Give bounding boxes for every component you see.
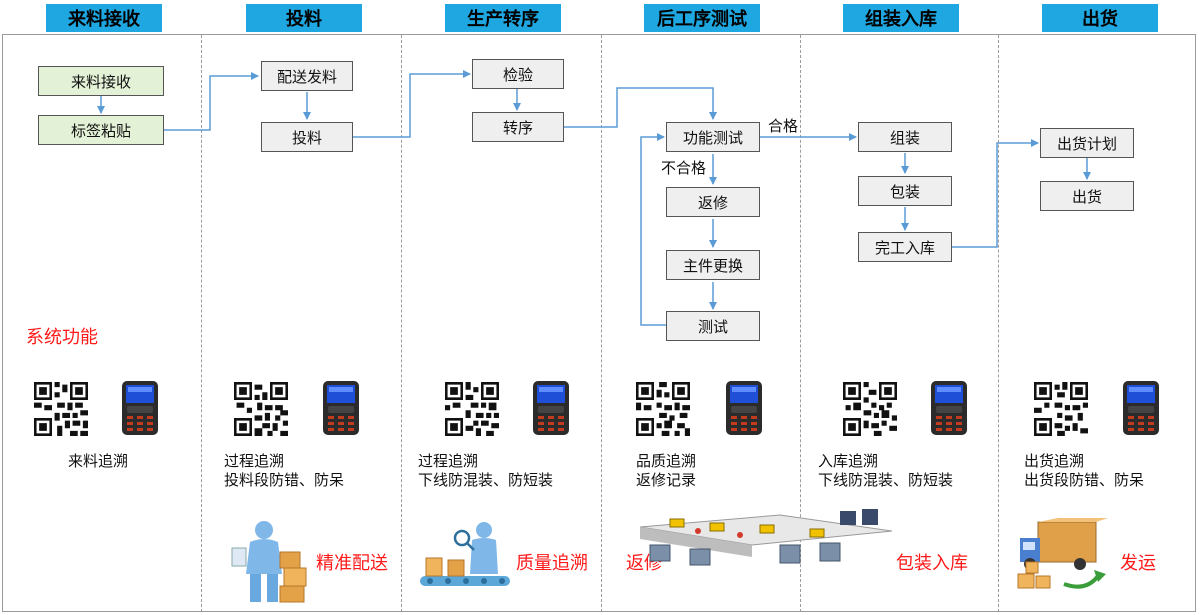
process-step-repair: 返修 [666, 187, 760, 217]
handheld-terminal-icon [533, 381, 569, 435]
system-function-title: 系统功能 [26, 327, 98, 348]
qr-code-icon [636, 382, 690, 436]
process-step-label: 标签粘贴 [38, 115, 164, 145]
process-step-assemble: 组装 [858, 122, 952, 152]
function-desc-line: 来料追溯 [68, 452, 129, 470]
function-desc-line: 过程追溯 [224, 452, 285, 470]
handheld-terminal-icon [323, 381, 359, 435]
column-divider [800, 35, 801, 612]
function-desc-line: 入库追溯 [818, 452, 879, 470]
stage-header-test: 后工序测试 [644, 4, 760, 32]
highlight-ship: 发运 [1120, 553, 1156, 574]
column-divider [201, 35, 202, 612]
function-desc-line: 下线防混装、防短装 [418, 471, 554, 489]
process-step-ship-plan: 出货计划 [1040, 128, 1134, 158]
qr-code-icon [1034, 382, 1088, 436]
function-desc-assembly: 入库追溯 下线防混装、防短装 [818, 452, 953, 490]
pass-label: 合格 [768, 117, 799, 135]
qr-code-icon [34, 382, 88, 436]
stage-header-shipping: 出货 [1042, 4, 1158, 32]
process-step-warehouse: 完工入库 [858, 232, 952, 262]
highlight-pack-warehouse: 包装入库 [896, 553, 968, 574]
handheld-terminal-icon [931, 381, 967, 435]
function-desc-transfer: 过程追溯 下线防混装、防短装 [418, 452, 553, 490]
process-step-pack: 包装 [858, 176, 952, 206]
shipping-truck-illustration [1017, 518, 1108, 589]
stage-header-receive: 来料接收 [46, 4, 162, 32]
function-desc-line: 出货追溯 [1024, 452, 1085, 470]
qr-code-icon [234, 382, 288, 436]
function-desc-line: 下线防混装、防短装 [818, 471, 954, 489]
process-step-ship: 出货 [1040, 181, 1134, 211]
process-step-inspect: 检验 [472, 59, 564, 89]
function-desc-line: 过程追溯 [418, 452, 479, 470]
process-step-transfer: 转序 [472, 112, 564, 142]
process-step-dispatch: 配送发料 [261, 61, 353, 91]
process-step-retest: 测试 [666, 311, 760, 341]
handheld-terminal-icon [122, 381, 158, 435]
column-divider [601, 35, 602, 612]
function-desc-line: 返修记录 [636, 471, 697, 489]
qr-code-icon [843, 382, 897, 436]
handheld-terminal-icon [726, 381, 762, 435]
function-desc-shipping: 出货追溯 出货段防错、防呆 [1024, 452, 1144, 490]
stage-header-feed: 投料 [246, 4, 362, 32]
qr-code-icon [445, 382, 499, 436]
function-desc-line: 品质追溯 [636, 452, 697, 470]
process-step-part-replace: 主件更换 [666, 250, 760, 280]
function-desc-line: 投料段防错、防呆 [224, 471, 345, 489]
column-divider [998, 35, 999, 612]
process-step-feed: 投料 [261, 122, 353, 152]
function-desc-receive: 来料追溯 [68, 452, 128, 471]
quality-inspection-illustration [420, 522, 510, 586]
stage-header-transfer: 生产转序 [445, 4, 561, 32]
highlight-precise-delivery: 精准配送 [316, 553, 388, 574]
delivery-worker-illustration [231, 521, 307, 603]
highlight-quality-trace: 质量追溯 [516, 553, 588, 574]
diagram-frame [2, 34, 1196, 612]
stage-header-assembly: 组装入库 [843, 4, 959, 32]
function-desc-test: 品质追溯 返修记录 [636, 452, 696, 490]
column-divider [401, 35, 402, 612]
fail-label: 不合格 [661, 159, 707, 177]
process-step-receive: 来料接收 [38, 66, 164, 96]
function-desc-feed: 过程追溯 投料段防错、防呆 [224, 452, 344, 490]
function-desc-line: 出货段防错、防呆 [1024, 471, 1145, 489]
process-step-function-test: 功能测试 [666, 122, 760, 152]
production-line-illustration [640, 509, 892, 566]
handheld-terminal-icon [1123, 381, 1159, 435]
